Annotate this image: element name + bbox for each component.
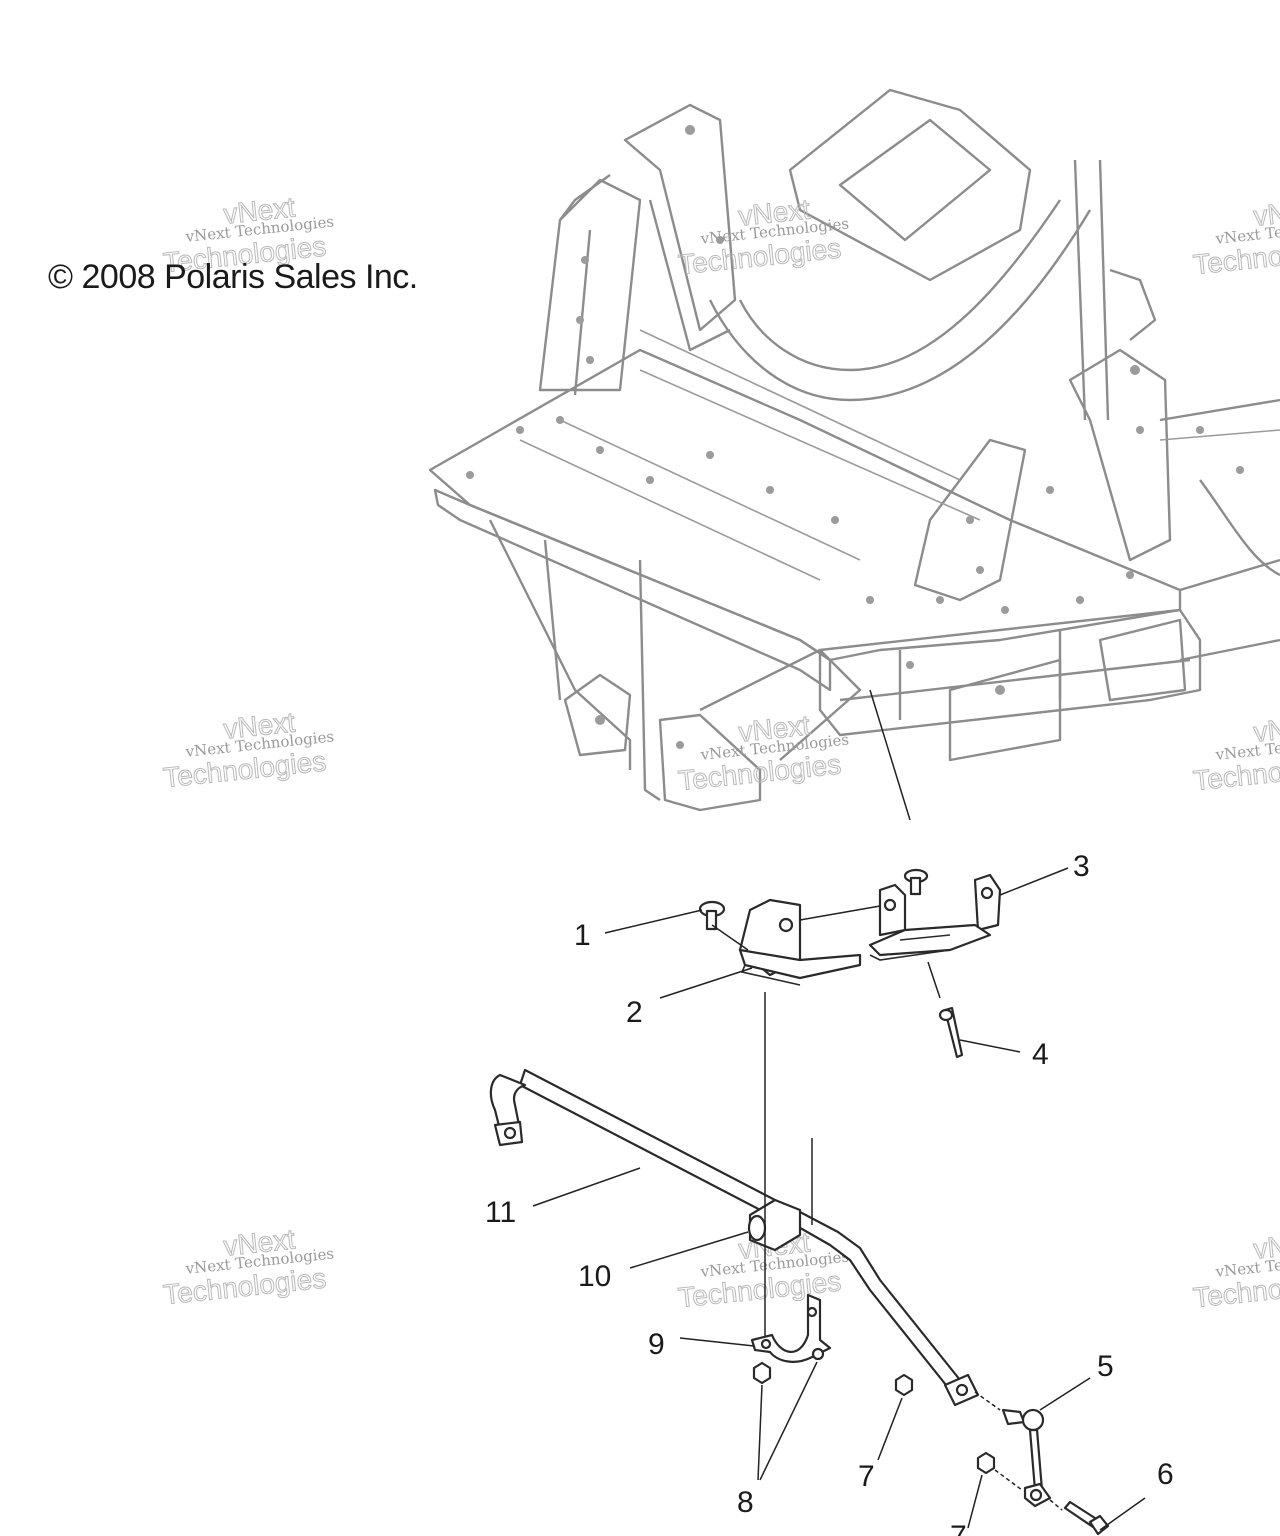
callout-5: 5 bbox=[1097, 1350, 1114, 1383]
leader-2b bbox=[799, 905, 881, 921]
part-6-bolt bbox=[1063, 1500, 1110, 1536]
leader-6 bbox=[1099, 1497, 1146, 1531]
part-9-clamp bbox=[750, 1293, 832, 1363]
leader-1b bbox=[711, 924, 749, 951]
part-11-sway-bar bbox=[489, 1068, 980, 1407]
callout-4: 4 bbox=[1032, 1038, 1049, 1071]
callout-7b: 7 bbox=[950, 1520, 967, 1536]
part-7-nut-lower bbox=[976, 1451, 996, 1475]
leader-10 bbox=[629, 1231, 749, 1269]
leader-4 bbox=[959, 1039, 1021, 1053]
exploded-parts: 1 2 3 4 5 6 7 7 8 9 10 11 bbox=[485, 689, 1174, 1536]
leader-2 bbox=[659, 967, 753, 999]
callout-2: 2 bbox=[626, 996, 643, 1029]
leader-5 bbox=[1039, 1377, 1091, 1411]
callout-6: 6 bbox=[1157, 1458, 1174, 1491]
leader-1 bbox=[604, 909, 703, 934]
leader-8b bbox=[759, 1361, 818, 1481]
leader-7b bbox=[967, 1474, 983, 1529]
callout-9: 9 bbox=[648, 1328, 665, 1361]
callout-3: 3 bbox=[1073, 850, 1090, 883]
leader-8a bbox=[757, 1384, 763, 1481]
part-4-pin bbox=[927, 961, 964, 1059]
leader-11 bbox=[532, 1167, 641, 1207]
vehicle-frame bbox=[428, 88, 1280, 812]
part-8-nut bbox=[752, 1361, 772, 1385]
callout-7: 7 bbox=[858, 1460, 875, 1493]
callout-11: 11 bbox=[485, 1196, 516, 1229]
callout-1: 1 bbox=[574, 919, 591, 952]
part-3-bracket-right bbox=[868, 868, 1002, 961]
frame-pointer-line bbox=[869, 689, 911, 821]
leader-9 bbox=[679, 1337, 755, 1347]
callout-8: 8 bbox=[737, 1486, 754, 1519]
copyright-notice: © 2008 Polaris Sales Inc. bbox=[48, 258, 418, 296]
part-2-bracket-left bbox=[738, 898, 862, 986]
part-1-bolt bbox=[698, 900, 726, 931]
leader-3 bbox=[999, 867, 1069, 896]
leader-7 bbox=[877, 1397, 903, 1461]
part-7-nut-upper bbox=[894, 1373, 914, 1397]
callout-10: 10 bbox=[578, 1260, 611, 1293]
part-5-end-link bbox=[974, 1391, 1063, 1511]
part-10-bushing bbox=[747, 1198, 802, 1252]
